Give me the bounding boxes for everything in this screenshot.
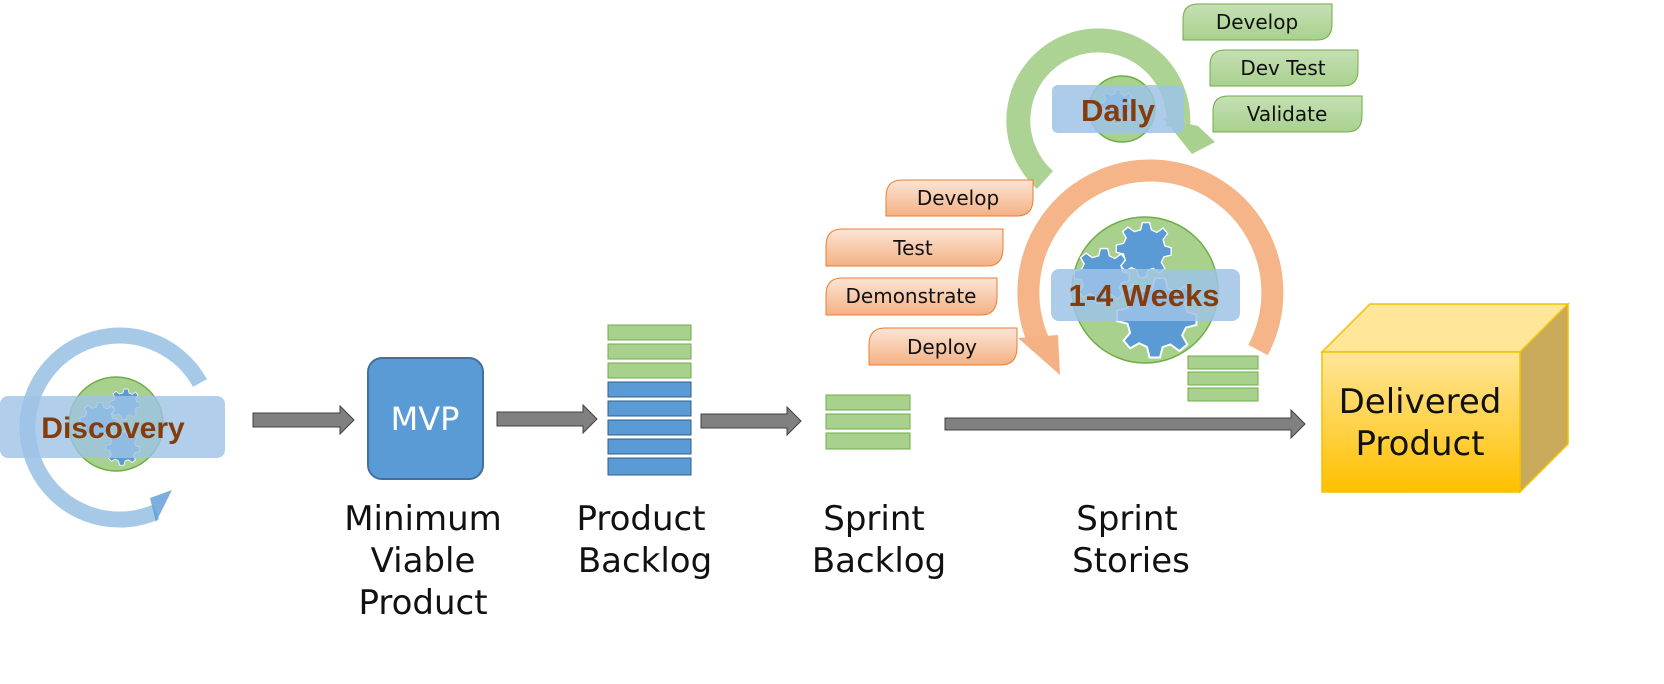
weeks-cycle: 1-4 Weeks xyxy=(1017,159,1284,375)
arrow-sprint-to-delivered xyxy=(944,408,1306,440)
daily-step-validate: Validate xyxy=(1247,102,1328,126)
product-backlog-caption-line-2: Backlog xyxy=(578,541,712,581)
daily-cycle: Daily xyxy=(1006,28,1215,189)
sprint-stories-caption-line-1: Sprint xyxy=(1076,499,1177,539)
daily-step-develop: Develop xyxy=(1216,10,1298,34)
weeks-step-test: Test xyxy=(892,236,933,260)
sprint-stories: Sprint Stories xyxy=(1072,499,1190,581)
weeks-label: 1-4 Weeks xyxy=(1068,278,1219,313)
sprint-backlog-caption-line-1: Sprint xyxy=(823,499,924,539)
mvp-block: MVP Minimum Viable Product xyxy=(344,357,502,623)
flow-arrows xyxy=(252,403,1306,440)
weeks-step-deploy: Deploy xyxy=(907,335,977,359)
product-backlog-caption-line-1: Product xyxy=(576,499,705,539)
mvp-caption-line-2: Viable xyxy=(371,541,476,581)
arrow-discovery-to-mvp xyxy=(252,404,355,436)
mvp-box-label: MVP xyxy=(391,400,460,438)
sprint-stories-stack xyxy=(1187,355,1259,402)
product-backlog-stack: Product Backlog xyxy=(576,324,712,581)
daily-label: Daily xyxy=(1081,93,1156,128)
sprint-stories-caption-line-2: Stories xyxy=(1072,541,1190,581)
arrow-mvp-to-backlog xyxy=(496,403,598,435)
daily-step-dev-test: Dev Test xyxy=(1240,56,1325,80)
discovery-label: Discovery xyxy=(41,412,185,445)
weeks-steps: Develop Test Demonstrate Deploy xyxy=(825,179,1034,366)
delivered-caption-line-2: Product xyxy=(1355,424,1484,464)
arrow-backlog-to-sprint xyxy=(700,405,802,437)
weeks-step-develop: Develop xyxy=(917,186,999,210)
sprint-backlog-stack: Sprint Backlog xyxy=(812,394,946,581)
sprint-backlog-caption-line-2: Backlog xyxy=(812,541,946,581)
mvp-caption-line-3: Product xyxy=(358,583,487,623)
delivered-product-cube: Delivered Product xyxy=(1320,302,1570,494)
discovery-cycle: Discovery xyxy=(0,327,225,528)
delivered-caption-line-1: Delivered xyxy=(1339,382,1502,422)
weeks-step-demonstrate: Demonstrate xyxy=(846,284,977,308)
mvp-caption-line-1: Minimum xyxy=(344,499,502,539)
daily-steps: Develop Dev Test Validate xyxy=(1182,3,1363,133)
